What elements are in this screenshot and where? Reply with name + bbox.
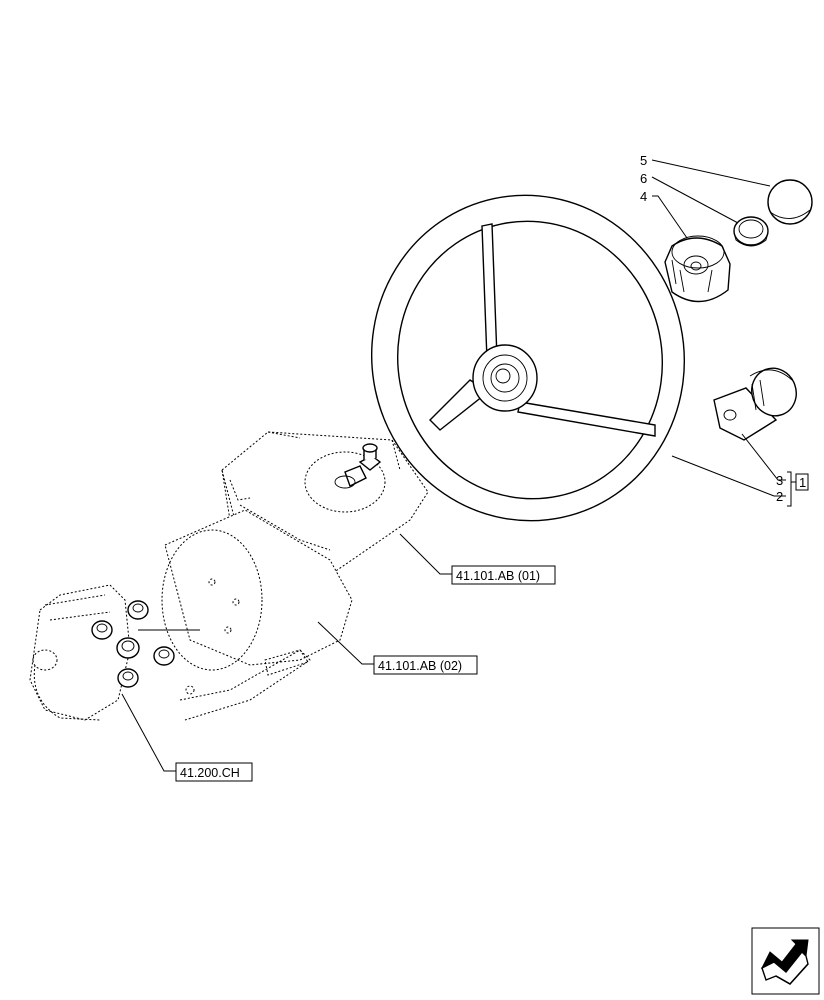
steering-wheel: [370, 194, 686, 522]
part-3-spinner-knob: [713, 367, 797, 441]
callout-5: 5: [640, 153, 647, 168]
callout-2: 2: [776, 489, 783, 504]
callout-3: 3: [776, 473, 783, 488]
callout-1-box: 1: [795, 473, 809, 491]
next-page-arrow-icon[interactable]: [751, 927, 820, 995]
valve-block-assembly: [29, 584, 200, 721]
group-bracket: [787, 471, 792, 507]
callout-6: 6: [640, 171, 647, 186]
ref-link-steering-cover[interactable]: 41.101.AB (01): [451, 565, 556, 585]
part-4-knob-base: [664, 235, 731, 303]
callout-1: 1: [799, 475, 806, 490]
ref-link-valve-block[interactable]: 41.200.CH: [175, 762, 253, 782]
ref-label-steering-column: 41.101.AB (02): [378, 659, 462, 673]
callout-4: 4: [640, 189, 647, 204]
steering-column-body: [161, 509, 353, 721]
ref-link-steering-column[interactable]: 41.101.AB (02): [373, 655, 478, 675]
ref-label-steering-cover: 41.101.AB (01): [456, 569, 540, 583]
leader-lines: [121, 159, 786, 772]
ref-label-valve-block: 41.200.CH: [180, 766, 240, 780]
part-6-ring: [733, 216, 769, 247]
part-5-cap: [767, 179, 813, 225]
